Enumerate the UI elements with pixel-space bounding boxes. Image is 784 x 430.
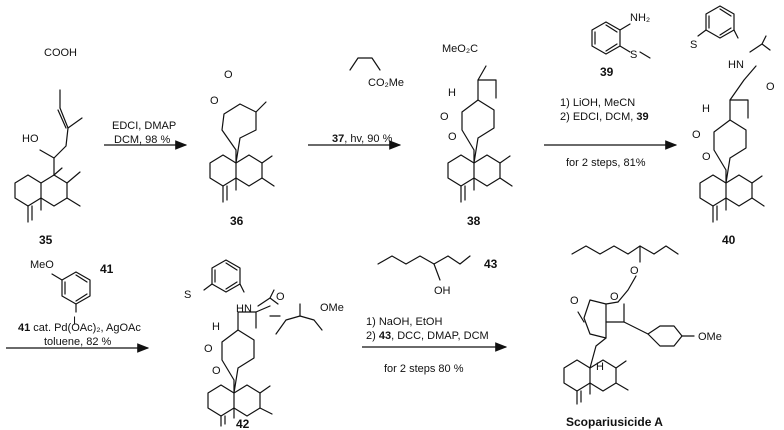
cooh-group: COOH bbox=[44, 47, 77, 59]
reaction-step-3: 1) LiOH, MeCN 2) EDCI, DCM, 39 for 2 ste… bbox=[544, 97, 678, 169]
methoxy-group: OMe bbox=[320, 302, 344, 314]
reagent-text: 1) NaOH, EtOH bbox=[366, 316, 442, 328]
carbonyl-oxygen: O bbox=[224, 69, 233, 81]
ring-oxygen: O bbox=[212, 365, 221, 377]
compound-35-label: 35 bbox=[39, 233, 53, 247]
sulfur-atom: S bbox=[184, 289, 191, 301]
iodine-atom: I bbox=[73, 315, 76, 327]
compound-43: OH 43 bbox=[377, 255, 498, 297]
compound-35: COOH HO 35 bbox=[14, 47, 83, 247]
compound-38-label: 38 bbox=[467, 214, 481, 228]
compound-scopariusicide-a-label: Scopariusicide A bbox=[566, 415, 663, 429]
reaction-step-4: 41 cat. Pd(OAc)₂, AgOAc toluene, 82 % bbox=[6, 322, 150, 353]
reagent-text: for 2 steps, 81% bbox=[566, 157, 646, 169]
amide-nh: HN bbox=[728, 59, 744, 71]
methoxy-group: MeO bbox=[30, 259, 54, 271]
compound-42-label: 42 bbox=[236, 417, 250, 430]
compound-42: S HN O OMe H O O 42 bbox=[184, 259, 344, 430]
ring-oxygen: O bbox=[702, 151, 711, 163]
reagent-text: 2) EDCI, DCM, 39 bbox=[560, 111, 649, 123]
compound-36-label: 36 bbox=[230, 214, 244, 228]
ring-oxygen: O bbox=[210, 95, 219, 107]
hydrogen-label: H bbox=[448, 87, 456, 99]
amine-group: NH₂ bbox=[630, 12, 650, 24]
reagent-text: CO₂Me bbox=[368, 77, 404, 89]
compound-40: S HN O H O O 40 bbox=[690, 5, 775, 247]
ester-group: MeO₂C bbox=[442, 43, 478, 55]
ester-oxygen: O bbox=[630, 265, 639, 277]
amide-oxygen: O bbox=[276, 291, 285, 303]
compound-36: O O 36 bbox=[209, 69, 275, 228]
reaction-step-1: EDCI, DMAP DCM, 98 % bbox=[104, 120, 188, 150]
carbonyl-oxygen: O bbox=[692, 129, 701, 141]
compound-38: MeO₂C H O O 38 bbox=[440, 43, 513, 228]
reaction-step-2: CO₂Me 37, hv, 90 % bbox=[308, 57, 404, 150]
reagent-text: EDCI, DMAP bbox=[112, 120, 176, 132]
reagent-text: DCM, 98 % bbox=[114, 134, 170, 146]
compound-41: MeO I 41 bbox=[30, 259, 114, 327]
amide-oxygen: O bbox=[766, 81, 775, 93]
compound-41-label: 41 bbox=[100, 262, 114, 276]
reagent-text: toluene, 82 % bbox=[44, 336, 111, 348]
reagent-text: 41 cat. Pd(OAc)₂, AgOAc bbox=[18, 322, 141, 334]
reagent-text: 2) 43, DCC, DMAP, DCM bbox=[366, 330, 489, 342]
ring-oxygen: O bbox=[448, 131, 457, 143]
sulfur-atom: S bbox=[630, 49, 637, 61]
carbonyl-oxygen: O bbox=[204, 343, 213, 355]
reaction-step-5: 1) NaOH, EtOH 2) 43, DCC, DMAP, DCM for … bbox=[362, 316, 508, 375]
compound-39: NH₂ S 39 bbox=[591, 12, 651, 79]
hydroxyl-group: HO bbox=[22, 133, 39, 145]
reagent-text: 37, hv, 90 % bbox=[332, 133, 393, 145]
lactone-oxygen: O bbox=[570, 295, 579, 307]
sulfur-atom: S bbox=[690, 39, 697, 51]
compound-39-label: 39 bbox=[600, 65, 614, 79]
hydrogen-label: H bbox=[596, 361, 604, 373]
compound-43-label: 43 bbox=[484, 257, 498, 271]
compound-40-label: 40 bbox=[722, 233, 736, 247]
compound-scopariusicide-a: O O O H OMe Scopariusicide A bbox=[563, 245, 722, 429]
hydrogen-label: H bbox=[212, 321, 220, 333]
ester-carbonyl-oxygen: O bbox=[610, 291, 619, 303]
hydroxyl-group: OH bbox=[434, 285, 451, 297]
reagent-text: for 2 steps 80 % bbox=[384, 363, 464, 375]
amide-nh: HN bbox=[236, 303, 252, 315]
methyl-acrylate bbox=[349, 57, 381, 71]
hydrogen-label: H bbox=[702, 103, 710, 115]
reagent-text: 1) LiOH, MeCN bbox=[560, 97, 635, 109]
methoxy-group: OMe bbox=[698, 331, 722, 343]
carbonyl-oxygen: O bbox=[440, 111, 449, 123]
